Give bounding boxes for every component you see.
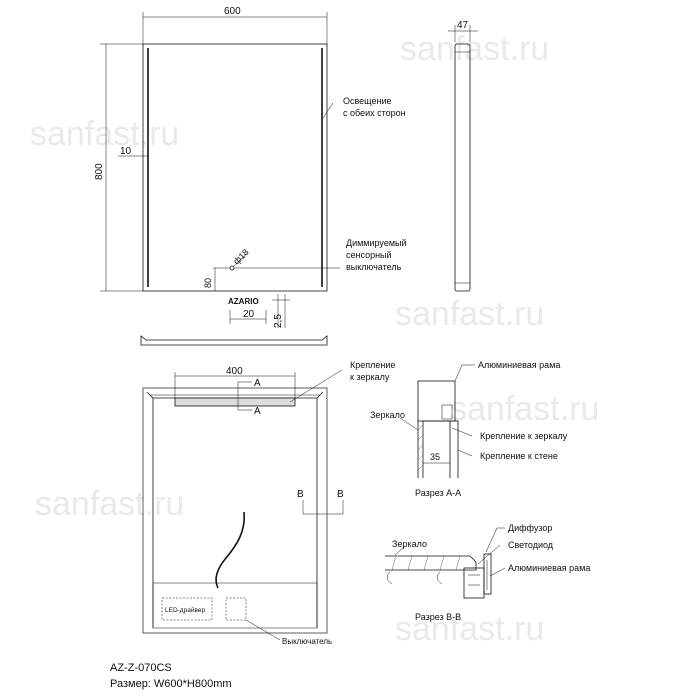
switch-label: Выключатель [282, 637, 332, 646]
section-b-left: B [297, 489, 304, 500]
model-code: AZ-Z-070CS [110, 662, 172, 674]
switch-offset-label: 80 [203, 278, 213, 288]
front-view: 600 800 10 Освещение с обеих сторон Димм… [94, 6, 407, 346]
depth-dim-label: 47 [457, 20, 469, 31]
logo-dim-label: 20 [243, 309, 255, 320]
size-label: Размер: W600*H800mm [110, 678, 232, 690]
dimmer-label-3: выключатель [346, 262, 402, 272]
side-view: 47 [448, 20, 478, 292]
mirror-front-outline [142, 43, 328, 292]
watermark: sanfast.ru [395, 295, 544, 333]
led-driver-label: LED-драйвер [165, 606, 205, 614]
back-outline [142, 387, 328, 634]
switch-dia-label: ф18 [231, 247, 250, 266]
lighting-label-1: Освещение [343, 96, 392, 106]
bb-frame-label: Алюминиевая рама [508, 563, 590, 573]
watermark: sanfast.ru [400, 30, 549, 68]
cable-path [215, 511, 246, 589]
led-driver-box [161, 597, 213, 621]
watermark: sanfast.ru [30, 115, 179, 153]
aa-frame-label: Алюминиевая рама [478, 360, 560, 370]
aa-title: Разрез А-А [415, 488, 461, 498]
mirror-bracket [174, 397, 296, 407]
aa-mirror-label: Зеркало [370, 410, 405, 420]
section-b-right: B [337, 489, 344, 500]
back-view: 400 Крепление к зеркалу A A B B LED-драй… [142, 360, 395, 646]
switch-symbol [229, 265, 235, 271]
mount-label-1: Крепление [350, 360, 395, 370]
dimmer-label-2: сенсорный [346, 250, 392, 260]
bb-led-label: Светодиод [508, 540, 554, 550]
section-a-bottom: A [254, 406, 261, 417]
bottom-dim-label: 2,5 [273, 314, 284, 328]
bracket-dim-label: 400 [226, 366, 243, 377]
side-profile [454, 43, 471, 292]
mount-label-2: к зеркалу [350, 372, 390, 382]
section-a-top: A [254, 378, 261, 389]
watermark: sanfast.ru [450, 390, 599, 428]
top-view-strip [140, 335, 328, 346]
height-dim-label: 800 [94, 163, 105, 180]
watermark: sanfast.ru [395, 610, 544, 648]
bb-mirror-label: Зеркало [392, 539, 427, 549]
aa-mirror-mount-label: Крепление к зеркалу [480, 431, 568, 441]
aa-dim-label: 35 [430, 452, 440, 462]
lighting-label-2: с обеих сторон [343, 108, 406, 118]
offset-dim-label: 10 [120, 146, 132, 157]
bb-title: Разрез В-В [415, 612, 461, 622]
section-bb: Диффузор Зеркало Светодиод Алюминиевая р… [385, 523, 590, 622]
section-aa: 35 Алюминиевая рама Зеркало Крепление к … [370, 360, 568, 498]
dimmer-label-1: Диммируемый [346, 238, 407, 248]
width-dim-label: 600 [224, 6, 241, 17]
azario-logo: AZARIO [228, 297, 259, 306]
bb-diffuser-label: Диффузор [508, 523, 552, 533]
watermark: sanfast.ru [35, 485, 184, 523]
switch-box [225, 597, 247, 621]
aa-wall-mount-label: Крепление к стене [480, 451, 558, 461]
